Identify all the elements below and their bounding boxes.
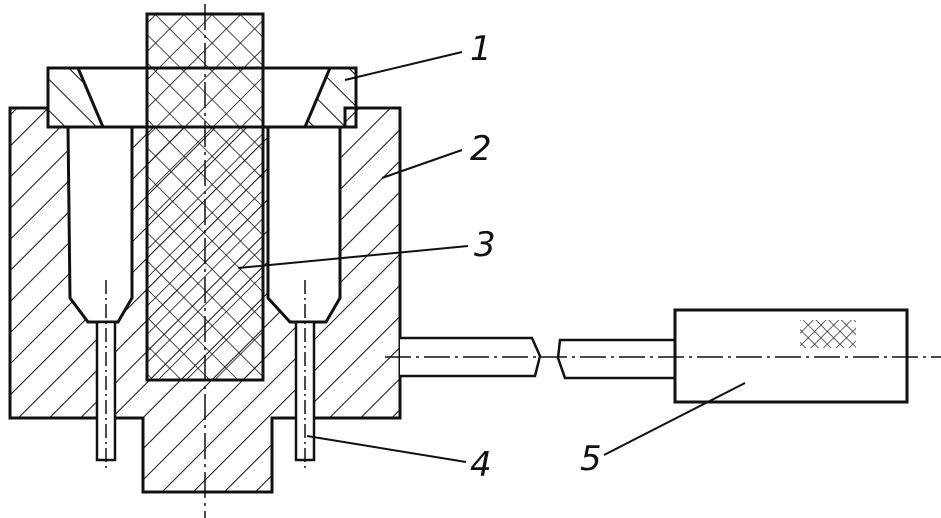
pin-right — [294, 280, 316, 470]
label-part-2: 2 — [470, 129, 492, 169]
label-part-5: 5 — [580, 439, 602, 479]
label-part-1: 1 — [470, 29, 492, 69]
label-part-3: 3 — [474, 225, 496, 265]
leader-lines — [237, 51, 746, 463]
holder-block — [673, 308, 909, 404]
pin-left — [95, 280, 117, 470]
label-part-4: 4 — [470, 445, 492, 485]
side-rod — [400, 336, 677, 380]
